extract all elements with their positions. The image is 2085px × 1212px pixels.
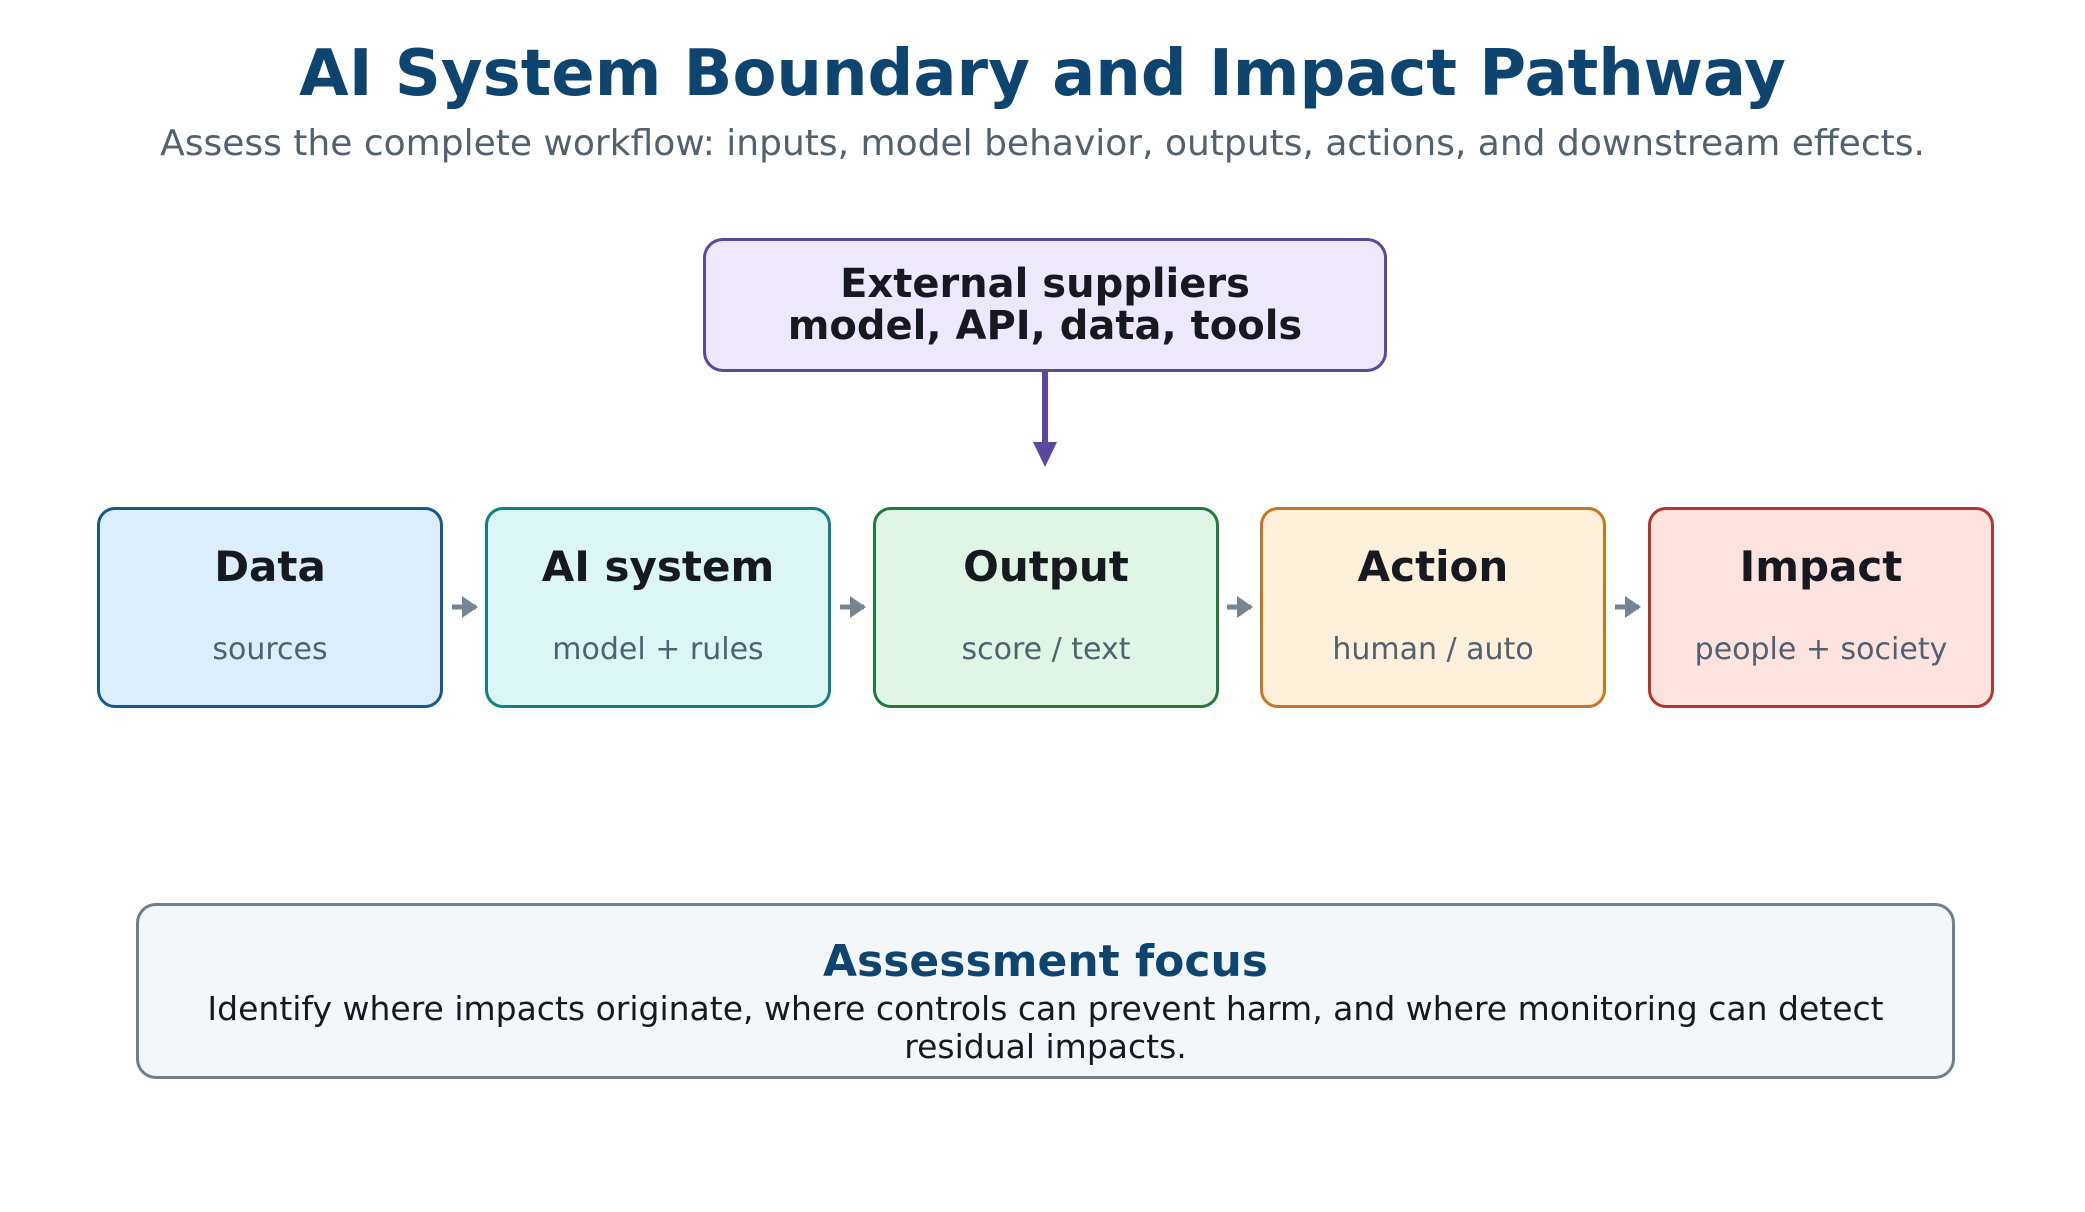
external-suppliers-box: External suppliers model, API, data, too… — [703, 238, 1387, 372]
stage-title: AI system — [541, 542, 775, 591]
stage-box-action: Action human / auto — [1260, 507, 1606, 708]
supplier-arrow-head — [1033, 442, 1057, 467]
external-suppliers-detail: model, API, data, tools — [787, 303, 1303, 349]
stage-subtitle: sources — [212, 632, 328, 667]
stage-title: Output — [963, 542, 1129, 591]
stage-box-output: Output score / text — [873, 507, 1219, 708]
stage-title: Action — [1357, 542, 1509, 591]
stage-subtitle: score / text — [961, 632, 1131, 667]
assessment-focus-title: Assessment focus — [823, 936, 1268, 987]
stage-subtitle: people + society — [1694, 632, 1948, 667]
stage-title: Impact — [1739, 542, 1903, 591]
stage-title: Data — [214, 542, 326, 591]
stage-subtitle: model + rules — [552, 632, 764, 667]
assessment-focus-text: Identify where impacts originate, where … — [207, 989, 1884, 1066]
flow-arrow-action-to-impact — [1615, 596, 1641, 618]
stage-subtitle: human / auto — [1332, 632, 1534, 667]
external-suppliers-title: External suppliers — [840, 261, 1250, 307]
flow-arrow-ai-system-to-output — [840, 596, 866, 618]
stage-box-impact: Impact people + society — [1648, 507, 1994, 708]
flow-arrow-data-to-ai-system — [452, 596, 478, 618]
assessment-focus-box: Assessment focus Identify where impacts … — [136, 903, 1955, 1079]
page-subtitle: Assess the complete workflow: inputs, mo… — [160, 123, 1925, 164]
stage-box-data: Data sources — [97, 507, 443, 708]
stage-box-ai-system: AI system model + rules — [485, 507, 831, 708]
flow-arrow-output-to-action — [1227, 596, 1253, 618]
page-title: AI System Boundary and Impact Pathway — [299, 37, 1786, 111]
